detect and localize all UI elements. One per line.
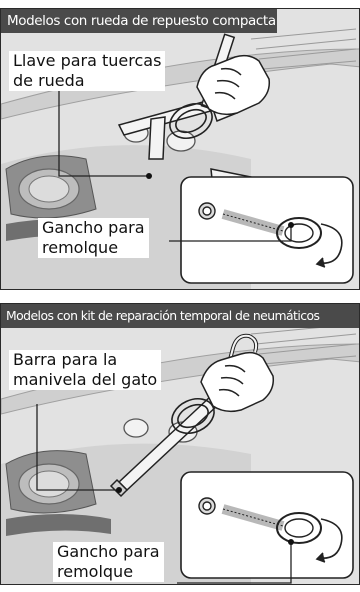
inset-callout	[180, 471, 354, 579]
rotate-arrow-icon	[315, 223, 343, 268]
tow-hook-jack-bar-illustration	[1, 304, 359, 584]
tow-hook-loop-icon	[169, 102, 213, 140]
label-line: de rueda	[13, 71, 85, 90]
hand-icon	[196, 54, 271, 116]
tow-hook-inset-icon	[198, 497, 322, 544]
panel-title: Modelos con rueda de repuesto compacta	[1, 9, 277, 33]
grille-icon	[250, 28, 357, 70]
diagram-panel-tire-repair-kit: Modelos con kit de reparación temporal d…	[0, 303, 360, 585]
hand-icon	[200, 351, 275, 413]
tow-hook-inset-icon	[198, 202, 322, 249]
label-line: Barra para la	[13, 350, 118, 369]
label-line: remolque	[57, 562, 134, 581]
label-line: manivela del gato	[13, 370, 158, 389]
tow-hook-label: Gancho para remolque	[38, 218, 149, 258]
label-line: Llave para tuercas	[13, 51, 162, 70]
wheel-nut-wrench-label: Llave para tuercas de rueda	[9, 51, 166, 91]
inset-callout	[180, 176, 354, 284]
jack-handle-bar-label: Barra para la manivela del gato	[9, 350, 162, 390]
label-line: Gancho para	[42, 218, 145, 237]
fog-light-icon	[5, 155, 111, 241]
rotate-arrow-icon	[315, 518, 343, 563]
panel-title: Modelos con kit de reparación temporal d…	[1, 304, 359, 328]
label-line: Gancho para	[57, 542, 160, 561]
tow-hook-label: Gancho para remolque	[53, 542, 164, 582]
diagram-panel-compact-spare: Modelos con rueda de repuesto compacta L…	[0, 8, 360, 290]
label-line: remolque	[42, 238, 119, 257]
